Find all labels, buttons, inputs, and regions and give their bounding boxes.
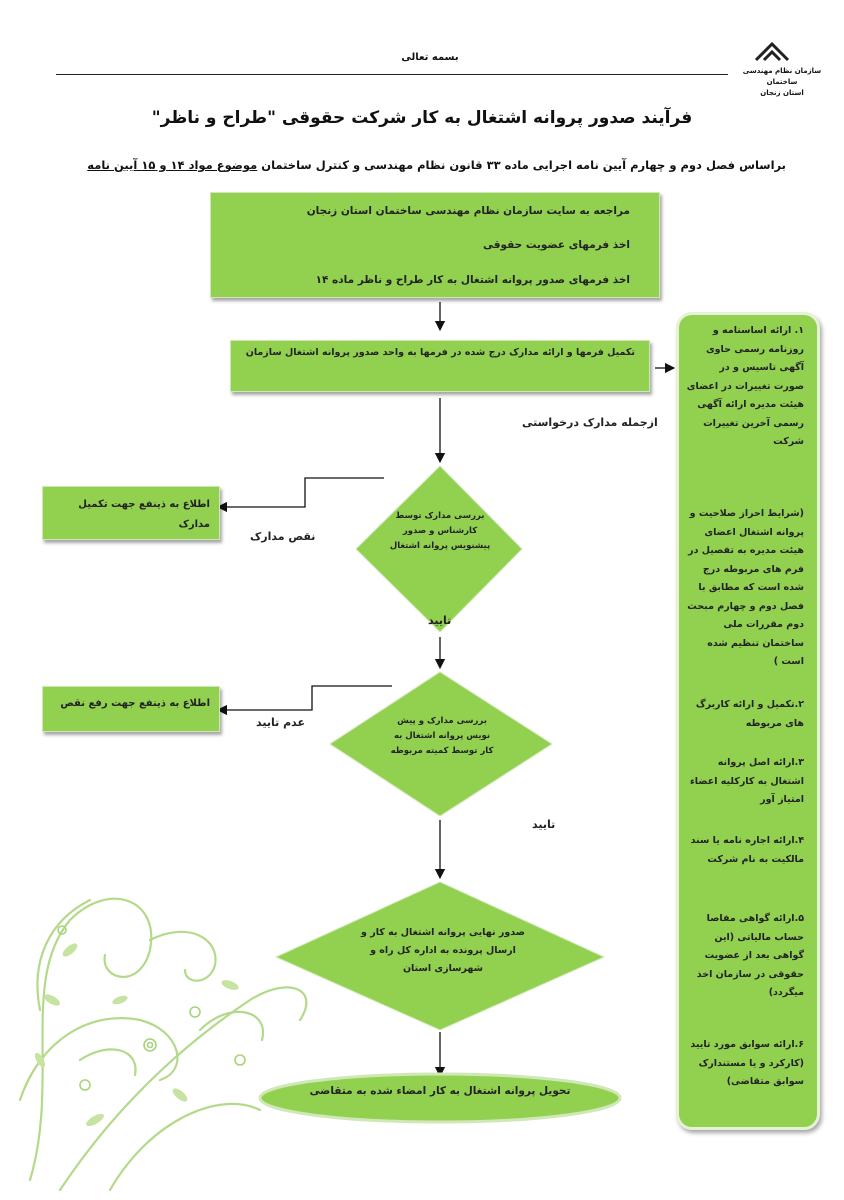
bismillah: بسمه تعالی [401,52,459,63]
page-title: فرآیند صدور پروانه اشتغال به کار شرکت حق… [151,108,693,128]
decision1-yes-label: تایید [428,614,452,627]
decision2-text: بررسی مدارک و پیش نویس پروانه اشتغال به … [390,716,494,756]
decision1-no-box-text: اطلاع به ذینفع جهت تکمیل مدارک [78,499,210,530]
final-text: تحویل پروانه اشتغال به کار امضاء شده به … [309,1085,571,1097]
document-item-6: ۵.ارائه گواهی مفاصا حساب مالیاتی (این گو… [696,913,804,998]
header-rule [56,74,728,75]
arrow-decision1-no [216,477,384,513]
decision1-no-box [42,486,220,540]
step1-line3: اخذ فرمهای صدور پروانه اشتغال به کار طرا… [315,274,630,286]
subtitle-part2: موضوع مواد ۱۴ و ۱۵ آیین نامه [87,158,258,172]
page-subtitle: براساس فصل دوم و چهارم آیین نامه اجرایی … [60,158,786,172]
logo [752,38,792,64]
step1-line1: مراجعه به سایت سازمان نظام مهندسی ساختما… [306,205,630,217]
decision1-no-label: نقص مدارک [250,530,316,543]
arrow-decision2-no [216,685,392,716]
subtitle-part1: براساس فصل دوم و چهارم آیین نامه اجرایی … [257,158,786,172]
decision2-no-box [42,686,220,732]
decision3-text: صدور نهایی پروانه اشتغال به کار و ارسال … [361,927,525,974]
document-item-1: ۱. ارائه اساسنامه و روزنامه رسمی حاوی آگ… [686,325,804,447]
org-name-line1: سازمان نظام مهندسی ساختمان [742,67,822,86]
decision2-no-box-text: اطلاع به ذینفع جهت رفع نقص [60,698,210,709]
document-item-3: ۲.تکمیل و ارائه کاربرگ های مربوطه [695,699,804,729]
document-item-4: ۳.ارائه اصل پروانه اشتغال به کارکلیه اعض… [689,757,804,805]
step2-box [230,340,650,392]
step1-box [210,192,660,298]
step2-text: تکمیل فرمها و ارائه مدارک درج شده در فرم… [245,347,635,358]
org-name: سازمان نظام مهندسی ساختمان استان زنجان [728,66,836,99]
documents-panel [676,312,820,1130]
org-name-line2: استان زنجان [760,89,804,97]
decision3-diamond [274,881,606,1031]
decision1-diamond [355,465,523,633]
step1-line2: اخذ فرمهای عضویت حقوقی [483,239,630,251]
logo-icon [754,41,790,62]
final-ellipse [258,1072,622,1124]
decision2-no-label: عدم تایید [256,716,305,729]
decision2-yes-label: تایید [532,818,556,831]
document-item-7: ۶.ارائه سوابق مورد تایید (کارکرد و یا مس… [690,1039,804,1087]
decision2-diamond [329,671,553,817]
document-item-2: (شرایط احراز صلاحیت و پروانه اشتغال اعضا… [687,508,804,667]
docs-label: ازجمله مدارک درخواستی [522,416,658,429]
decision1-text: بررسی مدارک توسط کارشناس و صدور پیشنویس … [389,511,491,551]
document-item-5: ۴.ارائه اجاره نامه یا سند مالکیت به نام … [690,835,804,865]
